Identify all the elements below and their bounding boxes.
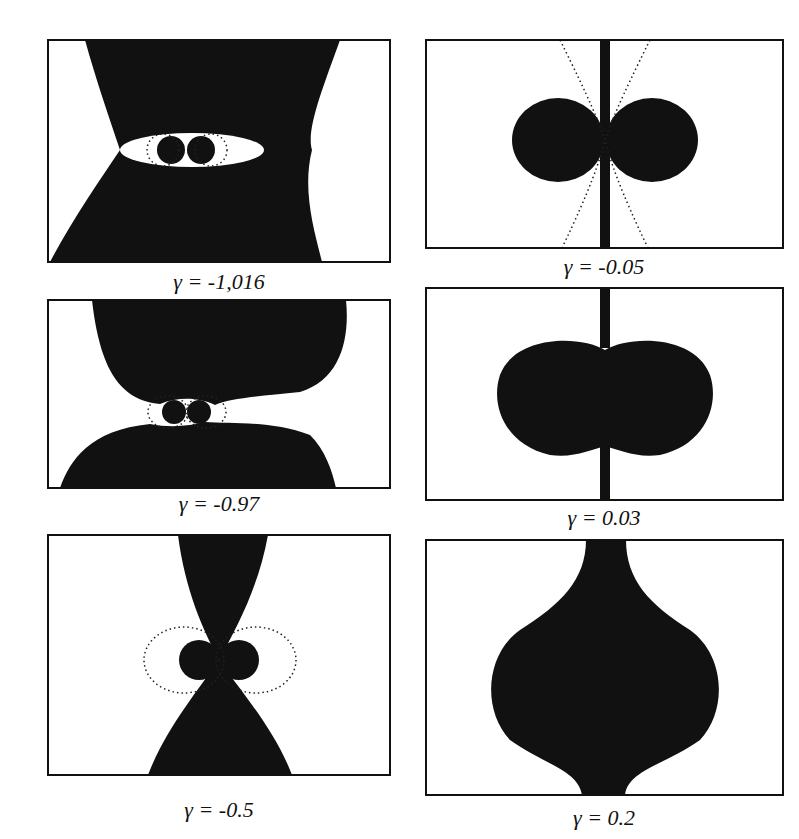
black-circle (187, 136, 215, 164)
panel-frame (426, 288, 783, 500)
black-blob (606, 98, 698, 182)
parameter-label: γ = -0.5 (184, 798, 253, 822)
panel-frame (426, 40, 783, 248)
black-region (50, 40, 340, 262)
panel-frame (48, 40, 390, 262)
black-blob (512, 98, 604, 182)
dotted-curve (216, 627, 296, 693)
white-eye (120, 133, 264, 167)
dotted-curve (147, 134, 179, 166)
black-region (148, 660, 292, 775)
black-circle (219, 640, 259, 680)
parameter-label: γ = 0.03 (567, 506, 640, 530)
black-circle (179, 640, 219, 680)
panel-frame (48, 535, 390, 775)
black-bar (600, 288, 610, 348)
parameter-label: γ = 0.2 (573, 806, 635, 830)
panel-frame (426, 540, 783, 795)
dotted-curve (144, 627, 224, 693)
dotted-curve (605, 40, 650, 248)
black-region (491, 540, 719, 795)
black-blob (497, 341, 713, 456)
black-circle (187, 400, 211, 424)
dotted-curve (186, 396, 226, 428)
dotted-curve (148, 396, 188, 428)
dotted-curve (195, 134, 227, 166)
parameter-label: γ = -1,016 (173, 270, 264, 294)
black-bar (600, 445, 610, 500)
parameter-label: γ = -0.97 (179, 492, 259, 516)
black-region (60, 422, 336, 488)
dotted-curve (560, 40, 605, 248)
black-region (92, 300, 347, 405)
black-circle (157, 136, 185, 164)
black-circle (162, 400, 186, 424)
panel-frame (48, 300, 390, 488)
parameter-label: γ = -0.05 (564, 255, 644, 279)
